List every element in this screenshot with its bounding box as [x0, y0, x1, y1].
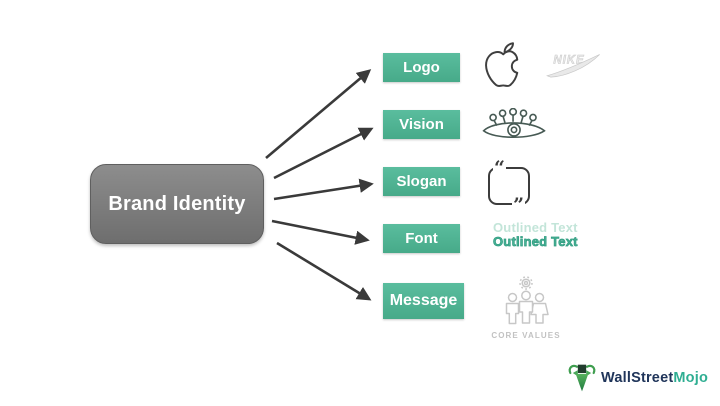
- wallstreet-text: WallStreet: [601, 370, 674, 386]
- bull-icon: [568, 364, 596, 392]
- node-message-label: Message: [389, 292, 458, 309]
- node-logo-label: Logo: [403, 59, 440, 76]
- nike-logo-icon: NIKE: [546, 54, 600, 78]
- wallstreetmojo-watermark: WallStreetMojo: [567, 362, 708, 394]
- brand-identity-root-box: Brand Identity: [90, 164, 264, 244]
- node-slogan: Slogan: [383, 167, 460, 196]
- arrow-to-slogan: [273, 178, 374, 201]
- open-quote-glyph: “: [493, 157, 506, 179]
- node-vision: Vision: [383, 110, 460, 139]
- arrow-to-logo: [265, 69, 372, 159]
- eye-icon: [482, 108, 546, 138]
- quote-frame-icon: “ ”: [488, 159, 530, 215]
- node-message: Message: [383, 283, 464, 319]
- node-vision-label: Vision: [399, 116, 444, 133]
- root-label: Brand Identity: [108, 192, 246, 215]
- nike-logo-text: NIKE: [553, 54, 584, 66]
- node-font: Font: [383, 224, 460, 253]
- arrow-to-font: [271, 219, 370, 245]
- node-font-label: Font: [405, 230, 438, 247]
- outlined-text-dark: Outlined Text: [493, 233, 578, 249]
- people-gear-icon: [505, 276, 549, 325]
- close-quote-glyph: ”: [512, 194, 525, 216]
- core-values-caption: CORE VALUES: [491, 331, 561, 340]
- wallstreetmojo-wordmark: WallStreetMojo: [601, 370, 708, 386]
- mojo-text: Mojo: [673, 370, 708, 386]
- apple-logo-icon: [485, 42, 519, 88]
- arrow-to-vision: [273, 127, 374, 180]
- arrow-to-message: [276, 241, 372, 301]
- font-sample-text: Outlined Text Outlined Text: [493, 221, 578, 248]
- node-logo: Logo: [383, 53, 460, 82]
- outlined-text-light: Outlined Text: [493, 220, 578, 235]
- node-slogan-label: Slogan: [396, 173, 447, 190]
